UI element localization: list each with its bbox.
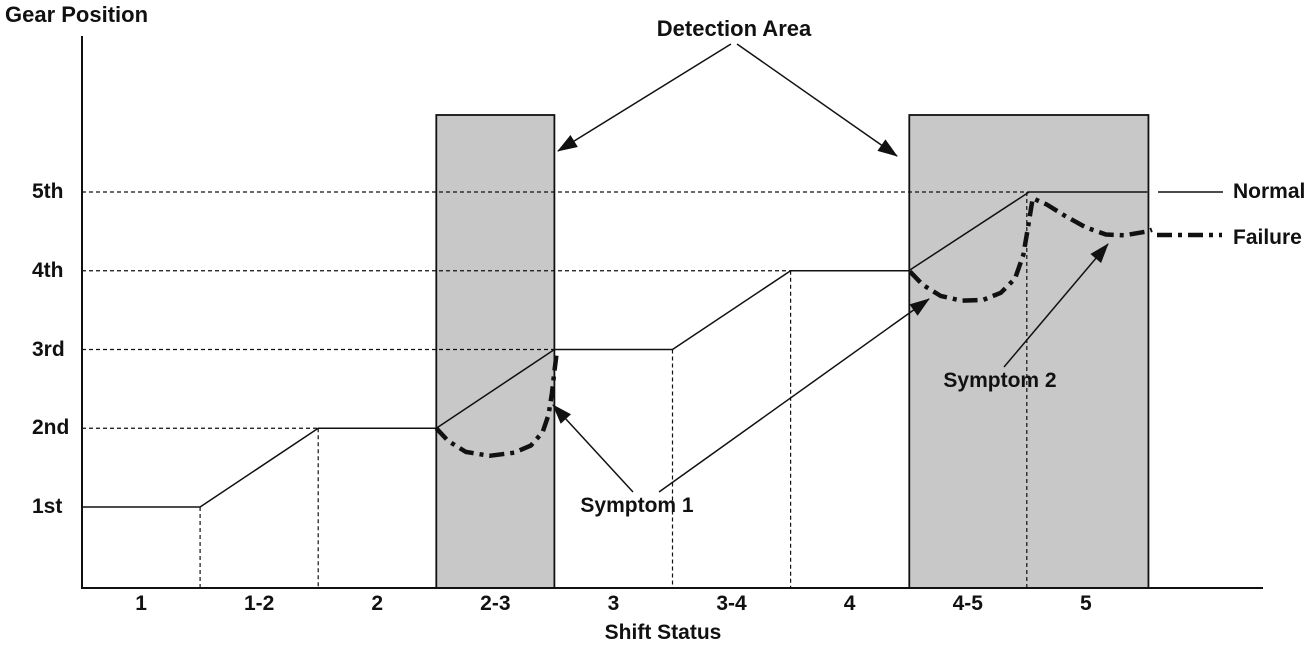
x-tick-label: 3 (607, 592, 620, 615)
legend-failure-label: Failure (1233, 226, 1302, 249)
normal-line (82, 191, 1148, 508)
symptom-1-label: Symptom 1 (580, 494, 694, 517)
annotation-arrow (552, 404, 634, 493)
x-tick-label: 1 (135, 592, 147, 615)
y-tick-label: 2nd (32, 416, 70, 440)
annotation-arrow (557, 43, 732, 152)
x-tick-label: 3-4 (716, 592, 747, 615)
y-tick-label: 1st (32, 495, 63, 518)
legend-normal-label: Normal (1233, 180, 1306, 203)
x-tick-label: 2-3 (480, 592, 511, 615)
detection-area-label: Detection Area (656, 16, 812, 41)
x-tick-label: 5 (1080, 592, 1092, 615)
x-tick-label: 4 (843, 592, 856, 615)
detection-area-rect (435, 114, 556, 589)
y-tick-label: 5th (32, 180, 64, 203)
y-axis-title: Gear Position (5, 2, 149, 27)
y-tick-label: 4th (32, 258, 64, 282)
axes-line (81, 36, 1263, 589)
symptom-2-label: Symptom 2 (943, 369, 1057, 392)
x-tick-label: 4-5 (952, 592, 983, 615)
failure-line-segment (908, 196, 1153, 303)
y-tick-label: 3rd (32, 337, 65, 361)
x-axis-title: Shift Status (604, 621, 722, 644)
x-tick-label: 1-2 (243, 592, 275, 615)
annotation-arrow (736, 43, 898, 157)
detection-area-rect (908, 114, 1150, 589)
annotation-arrow (658, 298, 930, 493)
x-tick-label: 2 (371, 592, 384, 615)
annotation-arrow (1003, 243, 1109, 368)
failure-line-segment (434, 351, 560, 459)
